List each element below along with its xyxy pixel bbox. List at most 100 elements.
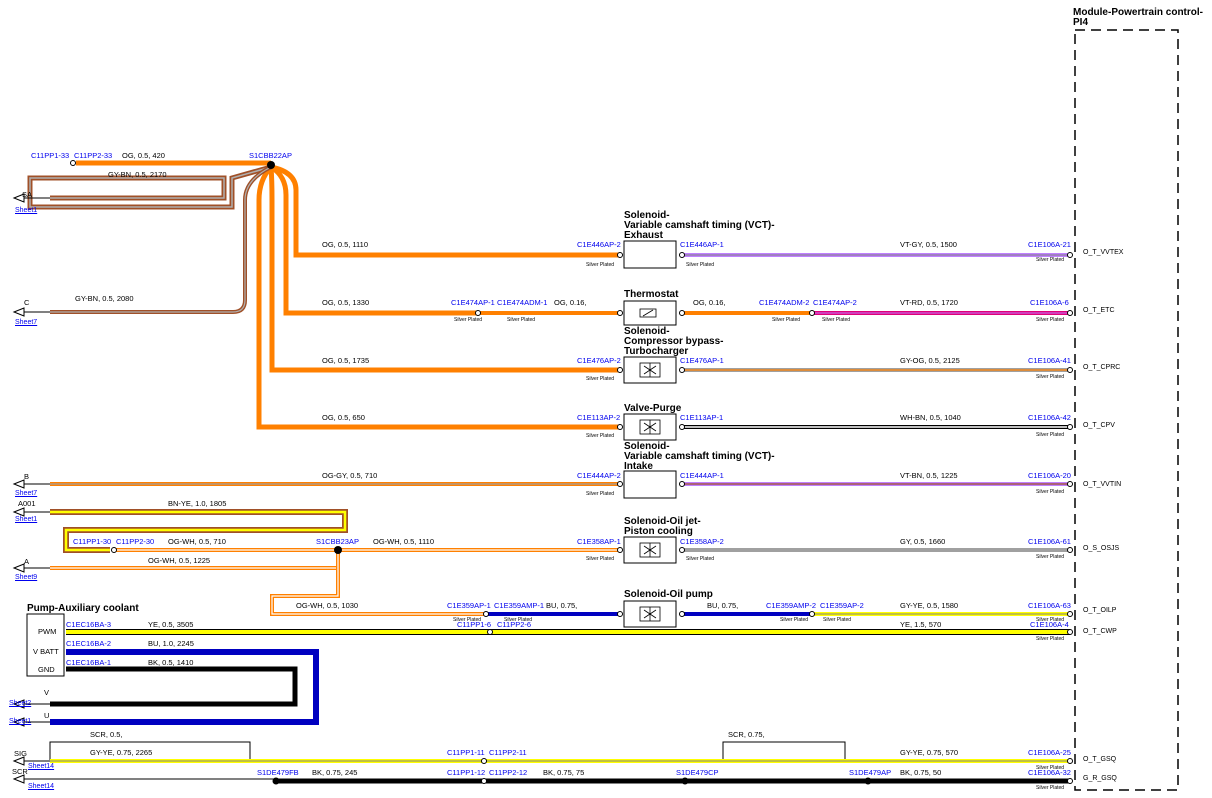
- wire-label: BK, 0.75, 50: [900, 768, 942, 777]
- connector-label[interactable]: C1E444AP-2: [577, 471, 621, 480]
- splice-label[interactable]: S1DE479FB: [257, 768, 299, 777]
- wire-label: GY-BN, 0.5, 2080: [75, 294, 134, 303]
- purge-title: Valve-Purge: [624, 403, 682, 414]
- connector-label[interactable]: C1E359AMP-2: [766, 601, 817, 610]
- wire-ogwh-1030-stripe: [271, 550, 486, 615]
- pin-o-t-cprc: O_T_CPRC: [1083, 364, 1121, 371]
- connector-label[interactable]: C1E359AP-1: [447, 601, 491, 610]
- wire-gybn-2080[interactable]: [50, 165, 272, 314]
- finish-note: Silver Plated: [780, 617, 809, 623]
- wire-label: BU, 1.0, 2245: [148, 639, 194, 648]
- connector-label[interactable]: C1E444AP-1: [680, 471, 724, 480]
- splice-label[interactable]: S1DE479AP: [849, 768, 892, 777]
- offsheet-a001-sheet[interactable]: Sheet1: [15, 516, 38, 523]
- connector-label[interactable]: C11PP1-30: [73, 537, 112, 546]
- wire-label: VT-RD, 0.5, 1720: [900, 298, 958, 307]
- wire-label: VT-GY, 0.5, 1500: [900, 240, 957, 249]
- connector-label[interactable]: C1E106A-41: [1028, 356, 1071, 365]
- wire-label: OG-WH, 0.5, 1225: [148, 556, 211, 565]
- connector-label[interactable]: C1E474ADM-2: [759, 298, 810, 307]
- bypass-title-2: Compressor bypass-: [624, 336, 724, 347]
- finish-note: Silver Plated: [586, 433, 615, 439]
- wire-og-1330[interactable]: [269, 164, 478, 316]
- vct-intake-title-3: Intake: [624, 461, 653, 472]
- connector-label[interactable]: C1E474ADM-1: [497, 298, 548, 307]
- wire-label: WH-BN, 0.5, 1040: [900, 413, 961, 422]
- splice-label[interactable]: S1CBB22AP: [249, 151, 292, 160]
- connector-label[interactable]: C1E358AP-2: [680, 537, 724, 546]
- connector-label[interactable]: C1E476AP-1: [680, 356, 724, 365]
- wire-label: OG, 0.5, 650: [322, 413, 365, 422]
- connector-label[interactable]: C1E474AP-2: [813, 298, 857, 307]
- offsheet-sig-sheet[interactable]: Sheet14: [28, 763, 55, 770]
- connector-label[interactable]: C1E106A-25: [1028, 748, 1071, 757]
- offsheet-c-sheet[interactable]: Sheet7: [15, 319, 38, 326]
- pin-o-t-etc: O_T_ETC: [1083, 307, 1115, 314]
- connector-label[interactable]: C1E106A-20: [1028, 471, 1071, 480]
- aux-pump-box[interactable]: [26, 613, 65, 677]
- connector-label[interactable]: C1EC16BA-3: [66, 620, 112, 629]
- offsheet-sa-signal: SA: [22, 190, 33, 199]
- wire-label: BU, 0.75,: [707, 601, 739, 610]
- connector-label[interactable]: C1EC16BA-2: [66, 639, 112, 648]
- wire-og-650[interactable]: [256, 165, 620, 430]
- connector-label[interactable]: C1E359AMP-1: [494, 601, 545, 610]
- offsheet-u-signal: U: [44, 711, 50, 720]
- connector-label[interactable]: C1E106A-42: [1028, 413, 1071, 422]
- connector-label[interactable]: C1E476AP-2: [577, 356, 621, 365]
- finish-note: Silver Plated: [507, 317, 536, 323]
- wire-og-1735[interactable]: [268, 166, 620, 373]
- connector-label[interactable]: C1EC16BA-1: [66, 658, 112, 667]
- connector-label[interactable]: C1E106A-21: [1028, 240, 1071, 249]
- finish-note: Silver Plated: [586, 556, 615, 562]
- offsheet-sa-sheet[interactable]: Sheet1: [15, 207, 38, 214]
- finish-note: Silver Plated: [504, 617, 533, 623]
- connector-label[interactable]: C11PP2-30: [116, 537, 155, 546]
- pin-o-t-vvtex: O_T_VVTEX: [1083, 249, 1124, 256]
- connector-label[interactable]: C1E106A-6: [1030, 298, 1069, 307]
- connector-label[interactable]: C11PP2-33: [74, 151, 113, 160]
- connector-label[interactable]: C1E106A-32: [1028, 768, 1071, 777]
- finish-note: Silver Plated: [586, 491, 615, 497]
- connector-label[interactable]: C1E446AP-2: [577, 240, 621, 249]
- connector-label[interactable]: C1E113AP-1: [680, 413, 724, 422]
- wire-label: OG, 0.5, 1735: [322, 356, 370, 365]
- connector-label[interactable]: C11PP1-12: [447, 768, 486, 777]
- vct-intake-box[interactable]: [623, 470, 677, 499]
- connector-label[interactable]: C11PP2-12: [489, 768, 528, 777]
- connector-label[interactable]: C1E113AP-2: [577, 413, 621, 422]
- offsheet-scr-sheet[interactable]: Sheet14: [28, 783, 55, 790]
- offsheet-arrows[interactable]: [12, 193, 50, 784]
- offsheet-b-sheet[interactable]: Sheet7: [15, 490, 38, 497]
- connector-label[interactable]: C1E446AP-1: [680, 240, 724, 249]
- splice-label[interactable]: S1DE479CP: [676, 768, 719, 777]
- offsheet-v-sheet[interactable]: Sheet2: [9, 700, 32, 707]
- wire-label: YE, 0.5, 3505: [148, 620, 194, 629]
- connector-label[interactable]: C11PP2-11: [489, 748, 527, 757]
- offsheet-u-sheet[interactable]: Sheet1: [9, 718, 32, 725]
- splice-label[interactable]: S1CBB23AP: [316, 537, 359, 546]
- connector-label[interactable]: C11PP1-11: [447, 748, 485, 757]
- offsheet-a-sheet[interactable]: Sheet9: [15, 574, 38, 581]
- connector-label[interactable]: C1E106A-63: [1028, 601, 1071, 610]
- connector-label[interactable]: C1E359AP-2: [820, 601, 864, 610]
- vct-exhaust-title-3: Exhaust: [624, 230, 663, 241]
- wire-bnye-stripe: [50, 510, 347, 552]
- connector-label[interactable]: C11PP1-33: [31, 151, 70, 160]
- connector-label[interactable]: C11PP1-6: [457, 620, 492, 629]
- offsheet-sig-signal: SIG: [14, 749, 27, 758]
- offsheet-a-signal: A: [24, 557, 30, 566]
- finish-note: Silver Plated: [1036, 785, 1065, 791]
- wire-label: YE, 1.5, 570: [900, 620, 942, 629]
- connector-label[interactable]: C1E106A-4: [1030, 620, 1069, 629]
- wire-bk-1410[interactable]: [50, 666, 298, 707]
- vct-exhaust-box[interactable]: [623, 240, 677, 269]
- connector-label[interactable]: C11PP2-6: [497, 620, 532, 629]
- connector-label[interactable]: C1E106A-61: [1028, 537, 1071, 546]
- aux-pump-pin-vbatt: V BATT: [33, 647, 59, 656]
- vct-intake-title-1: Solenoid-: [624, 441, 670, 452]
- wire-bu-2245[interactable]: [50, 649, 319, 725]
- connector-label[interactable]: C1E358AP-1: [577, 537, 621, 546]
- connector-label[interactable]: C1E474AP-1: [451, 298, 495, 307]
